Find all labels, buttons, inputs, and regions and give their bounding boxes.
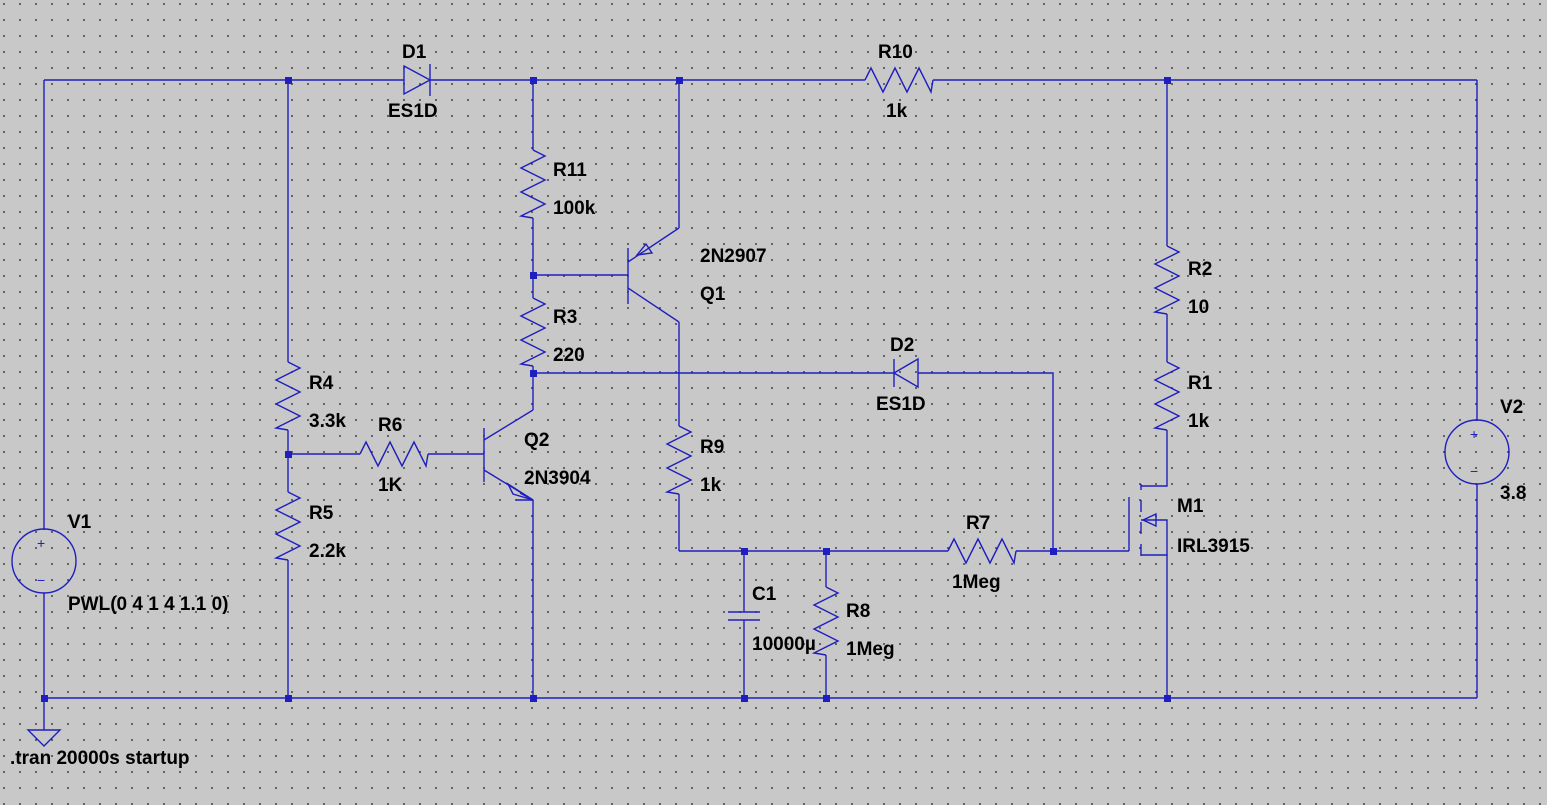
d1-label: D1 <box>402 42 427 63</box>
voltage-source-v1[interactable]: + − <box>11 528 77 594</box>
spice-directive[interactable]: .tran 20000s startup <box>10 748 190 769</box>
v1-minus: − <box>37 572 45 588</box>
junction <box>741 695 748 702</box>
r3-value-label: 220 <box>553 345 585 366</box>
wire-r1-m1 <box>1141 430 1168 487</box>
q2-part-label: 2N3904 <box>524 468 591 489</box>
d2-label: D2 <box>890 335 914 356</box>
v1-value-label: PWL(0 4 1 4 1.1 0) <box>68 594 229 615</box>
m1-label: M1 <box>1177 496 1204 517</box>
resistor-r4[interactable] <box>273 361 302 431</box>
r2-value-label: 10 <box>1188 297 1209 318</box>
r11-value-label: 100k <box>553 198 596 219</box>
r1-label: R1 <box>1188 373 1213 394</box>
r8-value-label: 1Meg <box>846 639 895 660</box>
r11-label: R11 <box>553 160 587 181</box>
transistor-q2[interactable] <box>483 409 534 501</box>
q2-label: Q2 <box>524 430 549 451</box>
junction <box>41 695 48 702</box>
q1-label: Q1 <box>700 284 726 305</box>
r5-label: R5 <box>309 503 334 524</box>
resistor-r1[interactable] <box>1152 361 1181 431</box>
d2-part-label: ES1D <box>876 394 926 415</box>
junction <box>676 77 683 84</box>
r2-label: R2 <box>1188 259 1212 280</box>
q1-part-label: 2N2907 <box>700 246 767 267</box>
d1-part-label: ES1D <box>388 101 438 122</box>
capacitor-c1[interactable] <box>728 611 760 621</box>
m1-part-label: IRL3915 <box>1177 536 1250 557</box>
voltage-source-v2[interactable]: + − <box>1444 419 1510 485</box>
wires <box>43 79 1478 730</box>
r10-value-label: 1k <box>886 101 908 122</box>
resistor-r10[interactable] <box>864 66 934 95</box>
wire-d2-gate <box>920 372 1054 551</box>
junction <box>285 695 292 702</box>
junction <box>285 451 292 458</box>
v1-plus: + <box>37 535 45 551</box>
junction <box>1164 77 1171 84</box>
r9-label: R9 <box>700 437 724 458</box>
ground-icon <box>26 729 62 747</box>
resistor-r9[interactable] <box>664 425 693 495</box>
v2-value-label: 3.8 <box>1500 483 1526 504</box>
junction <box>285 77 292 84</box>
resistor-r5[interactable] <box>273 491 302 561</box>
resistor-r6[interactable] <box>359 440 429 469</box>
c1-label: C1 <box>752 584 777 605</box>
junction <box>530 370 537 377</box>
junction <box>1050 548 1057 555</box>
r7-label: R7 <box>966 513 990 534</box>
junction <box>530 695 537 702</box>
r6-label: R6 <box>378 415 402 436</box>
mosfet-m1[interactable] <box>1128 484 1168 556</box>
v2-minus: − <box>1470 463 1478 479</box>
resistor-r8[interactable] <box>811 586 840 656</box>
wire-m1-source <box>1141 554 1168 698</box>
junction <box>823 548 830 555</box>
v2-plus: + <box>1470 426 1478 442</box>
r9-value-label: 1k <box>700 475 722 496</box>
transistor-q1[interactable] <box>627 227 680 323</box>
junction <box>1164 695 1171 702</box>
v1-label: V1 <box>68 512 92 533</box>
resistor-r7[interactable] <box>947 537 1017 566</box>
r3-label: R3 <box>553 307 577 328</box>
r6-value-label: 1K <box>378 475 403 496</box>
r4-label: R4 <box>309 373 334 394</box>
r5-value-label: 2.2k <box>309 541 346 562</box>
resistor-r11[interactable] <box>518 149 547 219</box>
c1-value-label: 10000µ <box>752 634 816 655</box>
junctions <box>41 77 1171 702</box>
r8-label: R8 <box>846 601 870 622</box>
resistor-r3[interactable] <box>518 297 547 367</box>
v2-label: V2 <box>1500 397 1523 418</box>
r1-value-label: 1k <box>1188 411 1210 432</box>
resistor-r2[interactable] <box>1152 245 1181 315</box>
junction <box>530 77 537 84</box>
r4-value-label: 3.3k <box>309 411 346 432</box>
r10-label: R10 <box>878 42 913 63</box>
diode-d1[interactable] <box>400 64 432 96</box>
r7-value-label: 1Meg <box>952 572 1001 593</box>
junction <box>741 548 748 555</box>
junction <box>530 272 537 279</box>
junction <box>823 695 830 702</box>
diode-d2[interactable] <box>890 357 920 389</box>
